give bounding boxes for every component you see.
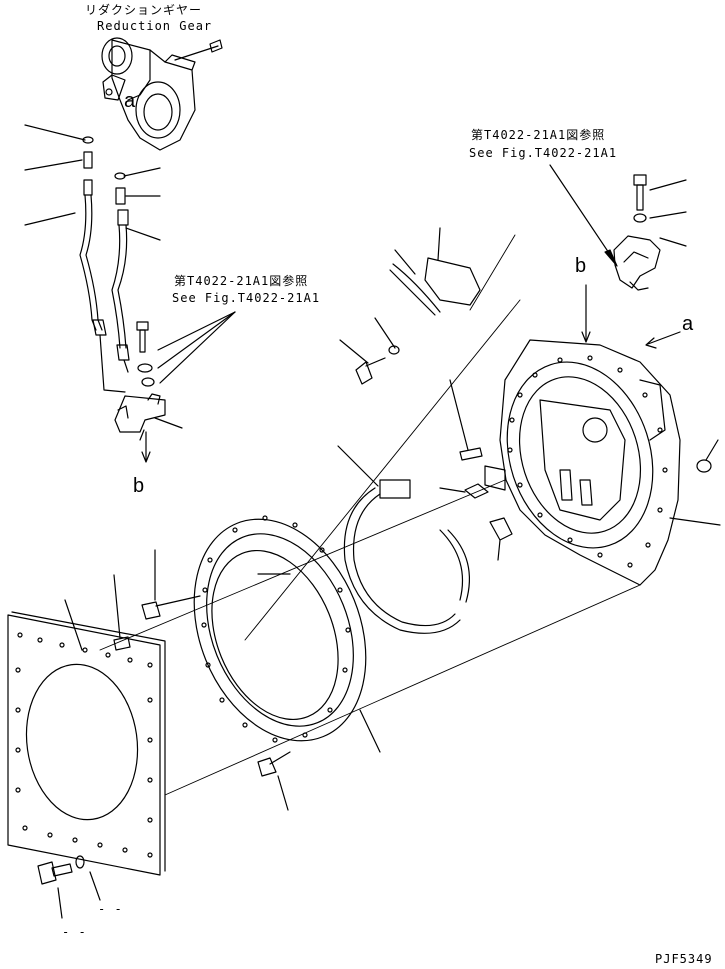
figure-reference-en-mid: See Fig.T4022-21A1 [172, 291, 321, 305]
figure-code: PJF5349 [655, 952, 713, 966]
reduction-gear [101, 37, 223, 151]
reduction-gear-label-en: Reduction Gear [97, 19, 213, 33]
dash-mark-1: - - [98, 902, 123, 916]
mounting-plate [7, 611, 166, 876]
dash-mark-2: - - [62, 925, 87, 939]
marker-a-housing: a [682, 313, 694, 335]
adapter-ring [193, 515, 367, 743]
flywheel-housing [499, 339, 681, 586]
figure-reference-jp-top: 第T4022-21A1図参照 [471, 128, 606, 142]
reduction-gear-label-jp: リダクションギヤー [85, 3, 203, 17]
marker-b-housing: b [575, 255, 587, 277]
figure-reference-en-top: See Fig.T4022-21A1 [469, 146, 618, 160]
marker-b-hose: b [133, 475, 145, 497]
marker-a-gear: a [124, 90, 136, 112]
figure-reference-jp-mid: 第T4022-21A1図参照 [174, 274, 309, 288]
